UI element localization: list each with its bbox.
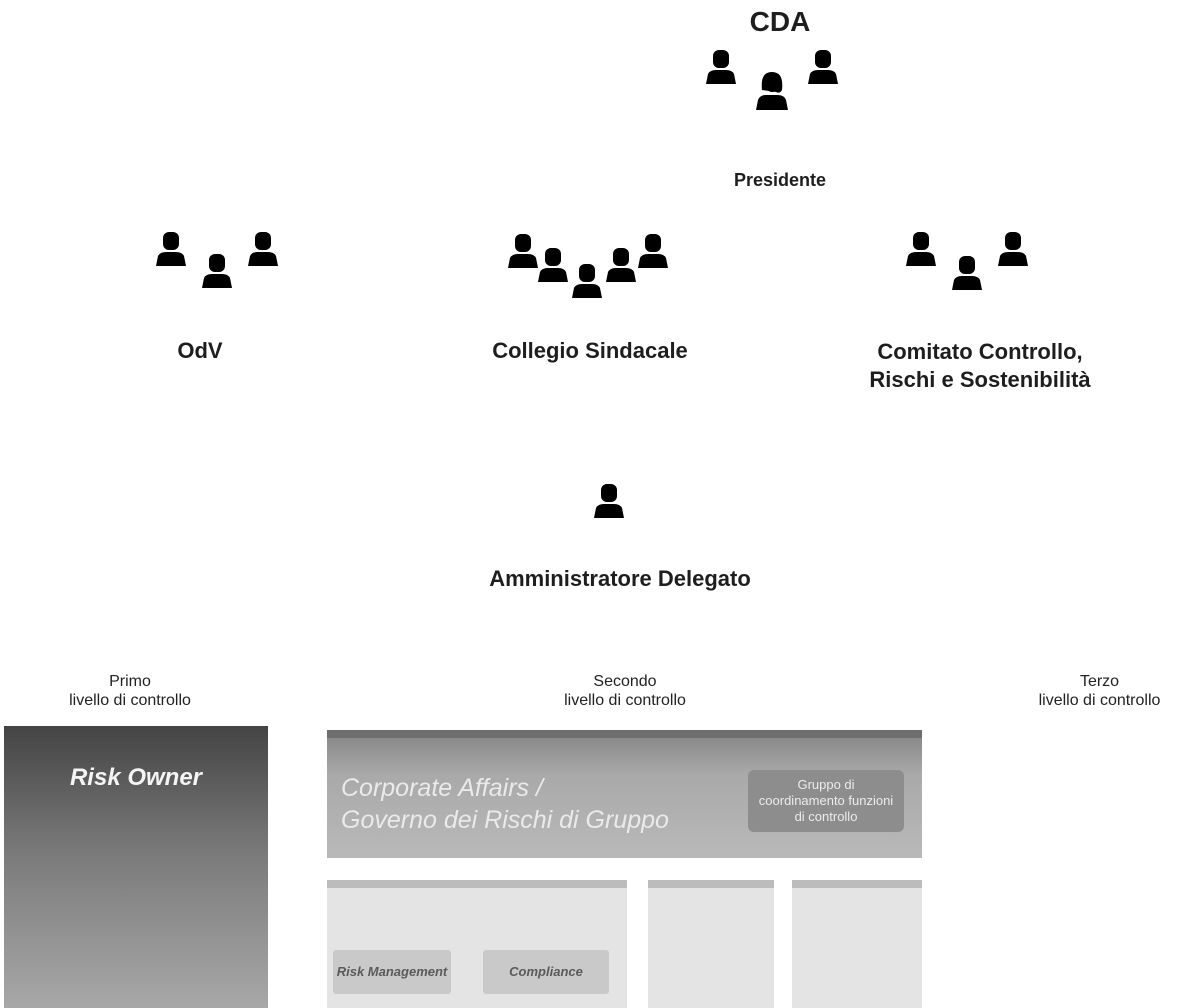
person-icon xyxy=(906,232,936,266)
comitato-line-1: Comitato Controllo, xyxy=(877,339,1083,364)
risk-owner-label: Risk Owner xyxy=(69,764,203,791)
person-icon xyxy=(572,264,602,298)
person-icon xyxy=(248,232,278,266)
second-level-line-1: Secondo xyxy=(593,673,657,690)
person-icon xyxy=(706,50,736,84)
corporate-affairs-box: Corporate Affairs / Governo dei Rischi d… xyxy=(327,730,922,858)
person-icon xyxy=(538,248,568,282)
person-icon xyxy=(606,248,636,282)
amministratore-delegato-label: Amministratore Delegato xyxy=(489,566,751,591)
control-function-box xyxy=(792,880,922,1008)
person-icon xyxy=(594,484,624,518)
corporate-affairs-line-2: Governo dei Rischi di Gruppo xyxy=(341,806,669,834)
comitato-label: Comitato Controllo, Rischi e Sostenibili… xyxy=(820,338,1140,394)
odv-group-icon xyxy=(156,232,286,312)
comitato-group-icon xyxy=(906,232,1036,312)
person-icon xyxy=(508,234,538,268)
female-person-icon xyxy=(756,72,788,110)
first-level-heading: Primo livello di controllo xyxy=(20,672,240,710)
first-level-line-2: livello di controllo xyxy=(69,692,191,709)
third-level-line-2: livello di controllo xyxy=(1038,692,1161,709)
collegio-label: Collegio Sindacale xyxy=(492,338,688,363)
cda-title: CDA xyxy=(749,6,811,37)
second-level-heading: Secondo livello di controllo xyxy=(500,672,750,710)
odv-label: OdV xyxy=(177,338,223,363)
person-icon xyxy=(156,232,186,266)
control-function-box xyxy=(648,880,774,1008)
person-icon xyxy=(808,50,838,84)
first-level-line-1: Primo xyxy=(109,673,151,690)
risk-compliance-box: Risk Management Compliance xyxy=(327,880,627,1008)
person-icon xyxy=(952,256,982,290)
comitato-line-2: Rischi e Sostenibilità xyxy=(869,367,1091,392)
gruppo-coordinamento-badge: Gruppo di coordinamento funzioni di cont… xyxy=(748,770,904,832)
person-icon xyxy=(202,254,232,288)
corporate-affairs-title: Corporate Affairs / Governo dei Rischi d… xyxy=(341,772,721,836)
second-level-line-2: livello di controllo xyxy=(564,692,686,709)
presidente-label: Presidente xyxy=(733,170,827,190)
person-icon xyxy=(638,234,668,268)
compliance-pill: Compliance xyxy=(483,950,609,994)
third-level-heading: Terzo livello di controllo xyxy=(1000,672,1199,710)
corporate-affairs-line-1: Corporate Affairs / xyxy=(341,774,543,802)
collegio-group-icon xyxy=(508,234,678,314)
cda-group-icon xyxy=(706,50,846,140)
person-icon xyxy=(998,232,1028,266)
third-level-line-1: Terzo xyxy=(1079,673,1120,690)
risk-management-pill: Risk Management xyxy=(333,950,451,994)
risk-owner-box: Risk Owner xyxy=(4,726,268,1008)
